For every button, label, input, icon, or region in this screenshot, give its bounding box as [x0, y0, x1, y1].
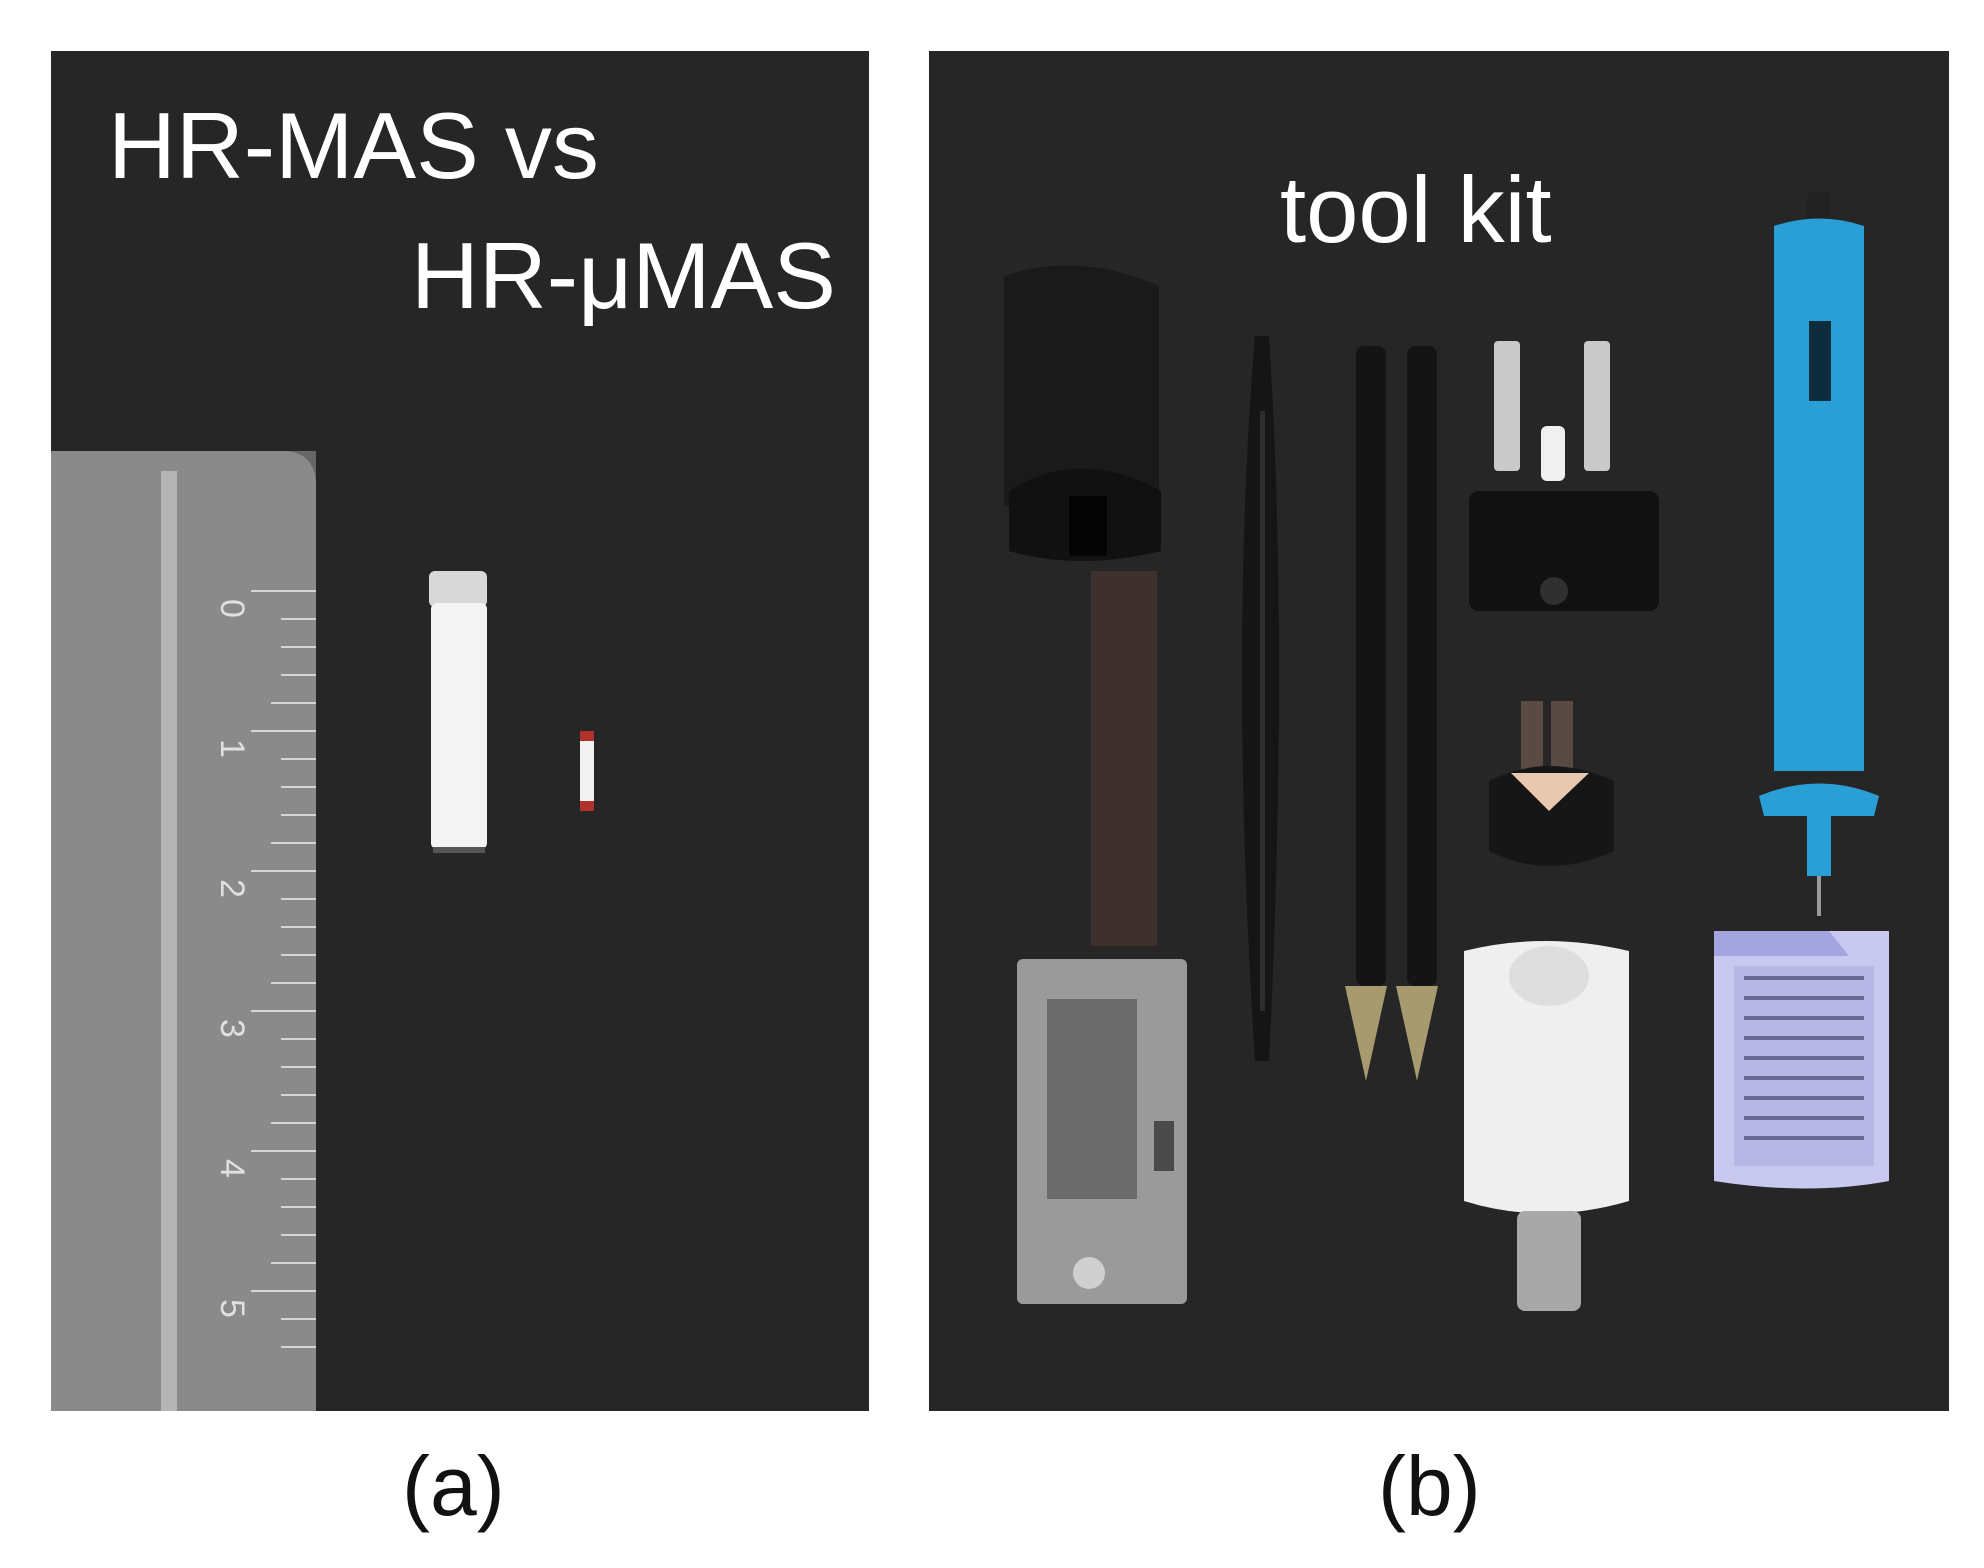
- rotor-holder: [1469, 341, 1659, 611]
- pipette-rods: [1345, 346, 1438, 1081]
- tweezers: [1242, 336, 1279, 1061]
- caption-b: (b): [1378, 1439, 1481, 1533]
- ruler-number-3: 3: [213, 1019, 251, 1038]
- panel-a-title-line2: HR-μMAS: [411, 223, 836, 328]
- hr-mas-rotor: [429, 571, 487, 853]
- ruler: 0 1 2 3 4 5: [51, 451, 316, 1411]
- capping-tool: [1004, 265, 1187, 1304]
- hr-micro-mas-rotor: [580, 731, 594, 811]
- small-adapter: [1489, 701, 1614, 866]
- blue-pen: [1759, 191, 1879, 916]
- panel-b-title: tool kit: [1280, 157, 1552, 262]
- caption-a: (a): [402, 1439, 505, 1533]
- ruler-number-1: 1: [213, 739, 251, 758]
- ruler-number-0: 0: [213, 599, 251, 618]
- white-cylinder: [1464, 941, 1629, 1311]
- ruler-number-2: 2: [213, 879, 251, 898]
- photo-panel-b: tool kit: [929, 51, 1949, 1411]
- photo-panel-a: 0 1 2 3 4 5 HR-MAS vs HR-μMAS: [51, 51, 869, 1411]
- panel-a-title-line1: HR-MAS vs: [108, 93, 599, 198]
- tool-kit-photo: [1004, 191, 1889, 1311]
- ruler-number-5: 5: [213, 1299, 251, 1318]
- tip-box: [1714, 931, 1889, 1189]
- ruler-number-4: 4: [213, 1159, 251, 1178]
- rotor-comparison-photo: 0 1 2 3 4 5: [51, 451, 594, 1411]
- ruler-ticks: [251, 590, 316, 1348]
- tip-box-holes: [1744, 976, 1864, 1140]
